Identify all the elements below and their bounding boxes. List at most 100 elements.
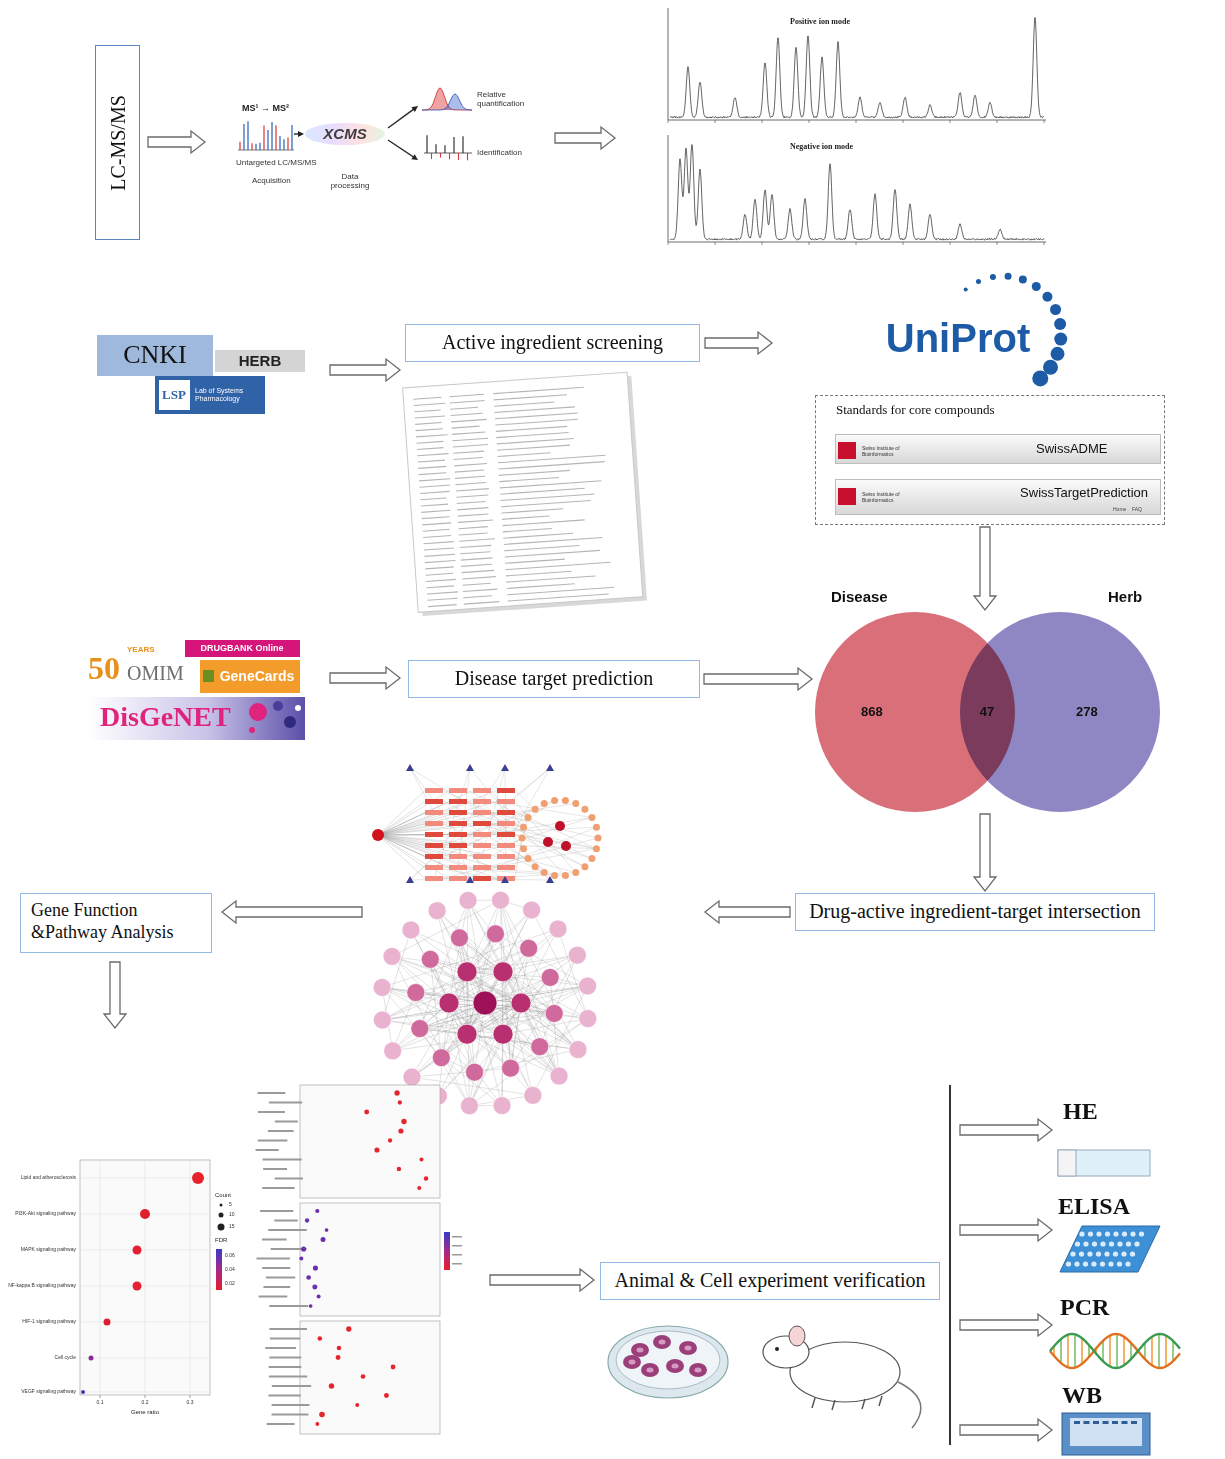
block-arrow: [705, 901, 790, 923]
assay-label: HE: [1063, 1098, 1098, 1126]
ppi-network: [432, 1049, 450, 1067]
table-sheet: [455, 483, 485, 485]
go-dot-plot: [263, 1168, 287, 1170]
database-logo: YEARS: [127, 645, 155, 654]
go-dot-plot: [419, 1157, 423, 1161]
compound-target-network: [482, 802, 550, 881]
chromatogram: [903, 242, 904, 245]
ppi-network: [392, 956, 449, 1003]
compound-target-network: [491, 817, 592, 834]
compound-target-network: [473, 821, 491, 826]
assay-icons: [1060, 1226, 1160, 1272]
lcms-pipeline: [422, 88, 472, 110]
small-arrow: [388, 108, 415, 128]
go-dot-plot: [257, 1092, 285, 1094]
go-dot-plot: [269, 1102, 302, 1104]
box-label: LC-MS/MS: [106, 95, 130, 191]
assay-icons: [1151, 1337, 1153, 1366]
ppi-network: [421, 950, 439, 968]
compound-target-network: [434, 768, 550, 868]
cell-dish: [689, 1363, 707, 1377]
compound-target-network: [497, 832, 515, 837]
assay-icons: [1091, 1261, 1096, 1266]
ppi-network: [540, 955, 578, 1047]
chromatogram: [950, 242, 951, 245]
table-sheet: [427, 586, 455, 588]
compound-target-network: [515, 791, 535, 810]
ppi-network: [411, 930, 578, 1050]
block-arrow: [222, 901, 362, 923]
box-label: Disease: [831, 588, 888, 606]
go-dot-plot: [269, 1357, 301, 1359]
ppi-network: [450, 929, 468, 947]
assay-icons: [1158, 1334, 1160, 1368]
go-dot-plot: [374, 1147, 379, 1152]
chromatogram: [715, 120, 716, 123]
table-sheet: [458, 520, 493, 522]
lcms-pipeline: [453, 137, 454, 153]
compound-target-network: [378, 835, 473, 868]
kegg-dot-plot: [133, 1246, 142, 1255]
block-arrow: [104, 962, 126, 1028]
compound-target-network: [491, 849, 596, 868]
table-sheet: [455, 470, 484, 472]
database-logo: UniProt: [886, 315, 1030, 361]
ppi-network: [511, 955, 578, 1068]
compound-target-network: [520, 824, 527, 831]
ppi-network: [403, 1068, 421, 1086]
ppi-network: [459, 938, 503, 1034]
table-sheet: [415, 416, 445, 418]
compound-target-network: [473, 810, 491, 815]
compound-target-network: [491, 791, 524, 828]
assay-icons: [1096, 1231, 1101, 1236]
kegg-dot-plot: [133, 1282, 142, 1291]
go-dot-plot: [355, 1403, 359, 1407]
compound-target-network: [378, 802, 497, 836]
compound-target-network: [425, 821, 443, 826]
lcms-pipeline: [238, 88, 472, 160]
database-logos: [295, 705, 301, 711]
go-dot-plot: [270, 1338, 300, 1340]
uniprot-dots: [1042, 292, 1052, 302]
table-sheet: [403, 372, 647, 616]
table-sheet: [428, 605, 457, 607]
ppi-network: [457, 962, 477, 982]
box-label: Herb: [1108, 588, 1142, 606]
table-sheet: [415, 423, 441, 425]
compound-target-network: [546, 764, 554, 771]
chromatogram: [668, 135, 1046, 245]
ppi-network: [493, 1024, 513, 1044]
uniprot-dots: [1054, 318, 1066, 330]
mouse: [812, 1398, 815, 1408]
step-label: Data processing: [325, 172, 375, 190]
lcms-pipeline: [440, 153, 441, 157]
go-dot-plot: [300, 1321, 440, 1434]
table-sheet: [451, 419, 487, 421]
assay-icons: [1165, 1336, 1167, 1367]
ppi-network: [384, 1042, 402, 1060]
compound-target-network: [372, 829, 384, 841]
axis-title: Gene ratio: [131, 1409, 159, 1416]
compound-target-network: [520, 845, 527, 852]
table-sheet: [461, 564, 492, 566]
ppi-network: [568, 946, 586, 964]
go-dot-plot: [452, 1254, 462, 1256]
ppi-network: [493, 962, 513, 982]
flow-connector: [704, 668, 812, 690]
kegg-dot-plot: [145, 1160, 146, 1395]
step-label: Relative quantification: [477, 90, 539, 108]
ppi-network: [411, 1020, 429, 1038]
software-logo: XCMS: [323, 125, 366, 142]
count-number: 47: [980, 705, 994, 720]
go-dot-plot: [452, 1245, 462, 1247]
table-sheet: [453, 445, 488, 447]
chromatogram: [668, 8, 1046, 123]
database-logo: Lab of Systems Pharmacology: [195, 387, 261, 403]
legend-title: FDR: [215, 1237, 227, 1244]
kegg-dot-plot: [80, 1286, 210, 1287]
axis-term: HIF-1 signaling pathway: [22, 1319, 76, 1325]
compound-target-network: [410, 768, 482, 813]
compound-target-network: [519, 835, 526, 842]
cell-dish: [685, 1346, 692, 1351]
block-arrow: [960, 1314, 1052, 1336]
